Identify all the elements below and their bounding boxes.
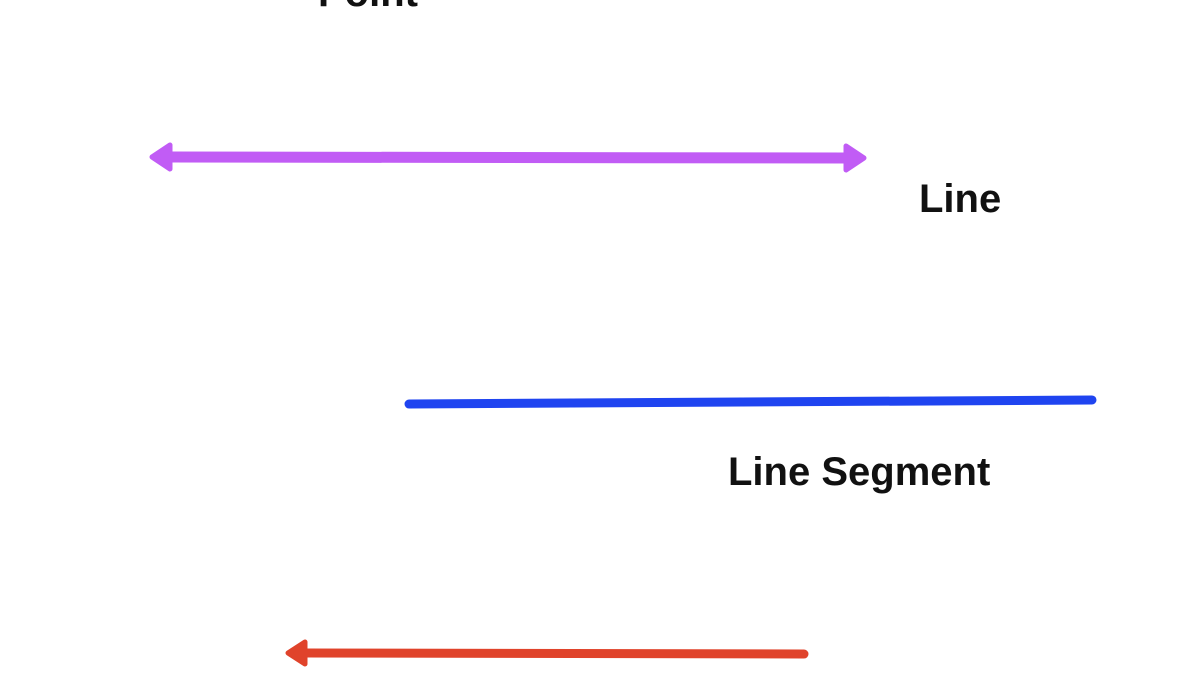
ray-shape — [285, 639, 809, 667]
line-shape — [149, 142, 867, 173]
line-left-arrowhead-icon — [149, 142, 173, 172]
ray-arrowhead-icon — [285, 639, 308, 667]
line-stroke — [164, 151, 852, 164]
ray-stroke — [299, 648, 809, 659]
line-segment-label: Line Segment — [728, 450, 990, 494]
point-label: Point — [318, 0, 418, 15]
line-segment-shape — [404, 395, 1097, 409]
line-right-arrowhead-icon — [843, 143, 867, 173]
line-label: Line — [919, 177, 1001, 221]
